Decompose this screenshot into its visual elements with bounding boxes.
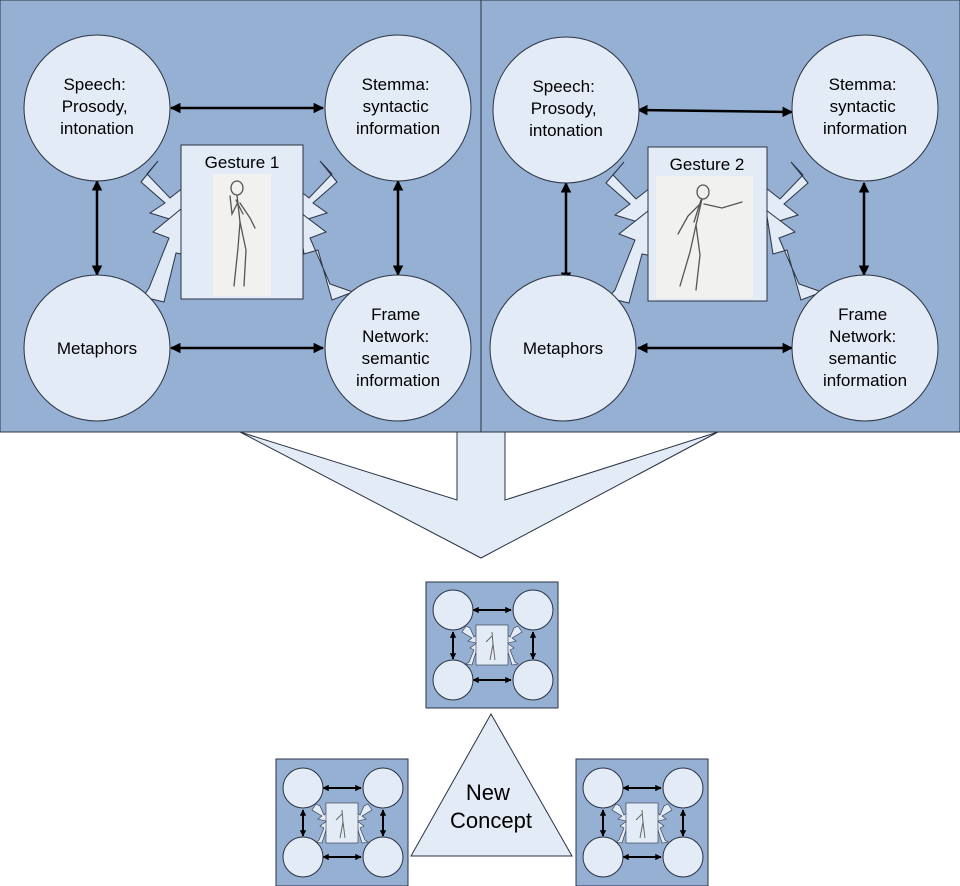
gesture-label: Gesture 2 xyxy=(670,155,745,174)
node-metaphors xyxy=(489,274,637,422)
mini-node xyxy=(432,659,474,701)
node-speech xyxy=(23,34,171,182)
node-frame xyxy=(324,274,472,422)
node-frame-label: Frame Network: semantic information xyxy=(356,305,440,390)
node-speech-label: Speech: Prosody, intonation xyxy=(60,75,134,138)
node-stemma xyxy=(324,34,472,182)
mini-stick-figure xyxy=(335,809,346,839)
node-stemma-label: Stemma: syntactic information xyxy=(356,75,440,138)
node-metaphors-label: Metaphors xyxy=(57,339,137,358)
mini-gesture-box xyxy=(325,802,359,844)
new-concept-triangle xyxy=(410,712,573,857)
mini-diagram-right xyxy=(575,758,709,886)
gesture-label: Gesture 1 xyxy=(205,153,280,172)
mini-diagram-top xyxy=(425,581,559,709)
stick-figure-sketch xyxy=(229,180,256,287)
mini-node xyxy=(282,767,324,809)
gesture-sketch-frame xyxy=(656,176,753,298)
mini-gesture-box xyxy=(475,624,509,666)
mini-node xyxy=(512,659,554,701)
mini-diagram-left xyxy=(275,758,409,886)
stick-figure-sketch xyxy=(677,184,743,291)
mini-gesture-box xyxy=(625,802,659,844)
mini-node xyxy=(662,767,704,809)
node-metaphors-label: Metaphors xyxy=(523,339,603,358)
gesture-sketch-frame xyxy=(213,174,271,296)
node-metaphors xyxy=(23,274,171,422)
node-frame xyxy=(791,274,939,422)
panel-gesture-1: Gesture 1 Speech: Prosody, intonation St… xyxy=(0,0,482,433)
new-concept-label: New Concept xyxy=(450,780,532,833)
arrow-speech-stemma xyxy=(636,104,794,118)
node-speech xyxy=(492,36,640,184)
node-speech-label: Speech: Prosody, intonation xyxy=(529,77,603,140)
node-frame-label: Frame Network: semantic information xyxy=(823,305,907,390)
mini-node xyxy=(432,589,474,631)
mini-node xyxy=(362,767,404,809)
mini-stick-figure xyxy=(635,809,646,839)
merge-funnel-arrow xyxy=(239,431,719,559)
mini-node xyxy=(662,836,704,878)
node-stemma xyxy=(791,34,939,182)
mini-node xyxy=(582,836,624,878)
mini-node xyxy=(362,836,404,878)
mini-node xyxy=(582,767,624,809)
mini-node xyxy=(282,836,324,878)
panel-gesture-2: Gesture 2 Speech: Prosody, intonation St… xyxy=(480,0,960,433)
mini-node xyxy=(512,589,554,631)
mini-stick-figure xyxy=(485,631,496,661)
node-stemma-label: Stemma: syntactic information xyxy=(823,75,907,138)
